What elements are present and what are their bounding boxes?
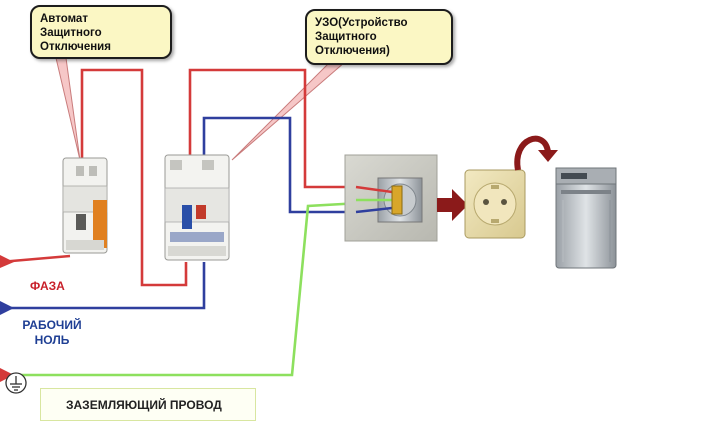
neutral-label: РАБОЧИЙ НОЛЬ (17, 318, 87, 348)
rcd-icon (164, 154, 230, 261)
ground-wire-label: ЗАЗЕМЛЯЮЩИЙ ПРОВОД (40, 388, 256, 421)
breaker-callout-line-3: Отключения (40, 41, 111, 53)
neutral-wire (0, 116, 378, 310)
rcd-callout-pointer (231, 61, 347, 161)
junction-box-icon (344, 154, 438, 242)
ground-wire (0, 200, 379, 377)
arrow-right-icon (437, 189, 468, 221)
neutral-wire-end (0, 301, 14, 315)
breaker-callout-pointer (55, 57, 81, 161)
neutral-label-line-2: НОЛЬ (34, 333, 70, 347)
dishwasher-icon (555, 167, 617, 269)
rcd-callout-line-2: Защитного (315, 31, 377, 43)
circuit-breaker-icon (62, 157, 108, 254)
curved-arrow-icon (514, 135, 558, 171)
breaker-callout-line-2: Защитного (40, 27, 102, 39)
breaker-callout-line-1: Автомат (40, 13, 88, 25)
rcd-callout-line-3: Отключения) (315, 45, 390, 57)
ground-wire-end (0, 368, 14, 382)
rcd-callout: УЗО(Устройство Защитного Отключения) (305, 9, 453, 65)
breaker-callout: Автомат Защитного Отключения (30, 5, 172, 59)
neutral-label-line-1: РАБОЧИЙ (22, 318, 82, 332)
ground-symbol-icon (5, 372, 27, 394)
socket-icon (464, 169, 526, 239)
rcd-callout-line-1: УЗО(Устройство (315, 17, 408, 29)
phase-label: ФАЗА (30, 279, 65, 293)
phase-wire-end (0, 255, 14, 268)
